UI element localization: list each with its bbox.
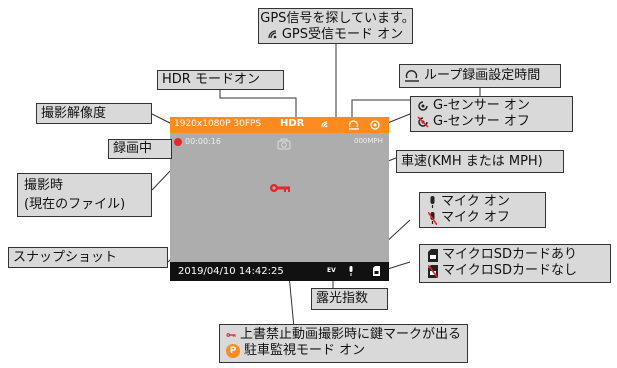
callout-g-sensor: G-センサー オン G-センサー オフ (410, 96, 573, 132)
parking-mode-icon: P (226, 344, 240, 358)
gps-receive-text: GPS受信モード オン (281, 27, 404, 42)
mic-icon (349, 266, 353, 276)
mic-off-icon (428, 211, 437, 225)
g-sensor-off-icon (417, 116, 429, 128)
mic-on-icon (430, 195, 435, 208)
loop-record-legend-icon (405, 70, 419, 82)
speed-readout: 000MPH (354, 137, 383, 145)
sd-card-icon (373, 266, 380, 276)
callout-lock-parking: 上書禁止動画撮影時に鍵マークが出る P 駐車監視モード オン (219, 324, 468, 363)
callout-hdr-mode: HDR モードオン (157, 70, 284, 90)
callout-gps: GPS信号を探しています。 GPS受信モード オン (258, 8, 415, 44)
gps-icon (321, 121, 328, 128)
sd-card-present-text: マイクロSDカードあり (442, 247, 578, 262)
callout-snapshot: スナップショット (8, 247, 168, 268)
recording-dot (174, 138, 182, 146)
shoot-time-line1: 撮影時 (24, 178, 64, 193)
gps-receive-icon (268, 30, 277, 39)
callout-mic: マイク オン マイク オフ (419, 192, 546, 228)
gps-searching-text: GPS信号を探しています。 (260, 11, 415, 26)
datetime-label: 2019/04/10 14:42:25 (178, 266, 284, 277)
sd-card-absent-icon (428, 264, 438, 278)
g-sensor-on-text: G-センサー オン (433, 98, 530, 113)
sd-card-present-icon (428, 248, 438, 262)
g-sensor-on-icon (418, 101, 428, 111)
mic-off-text: マイク オフ (441, 210, 510, 225)
status-bar-bottom: 2019/04/10 14:42:25 EV (170, 262, 389, 281)
callout-sd-card: マイクロSDカードあり マイクロSDカードなし (419, 244, 611, 283)
status-bar-top: 1920x1080P 30FPS HDR (170, 117, 389, 133)
callout-exposure: 露光指数 (311, 288, 388, 310)
callout-resolution: 撮影解像度 (36, 103, 152, 124)
mic-on-text: マイク オン (441, 194, 510, 209)
g-sensor-icon (370, 120, 380, 130)
resolution-label: 1920x1080P 30FPS (174, 119, 262, 129)
lock-key-legend-icon (226, 333, 236, 337)
hdr-label: HDR (280, 118, 305, 129)
sd-card-absent-text: マイクロSDカードなし (442, 263, 578, 278)
parking-text: 駐車監視モード オン (244, 343, 366, 358)
g-sensor-off-text: G-センサー オフ (433, 114, 530, 129)
loop-record-icon (348, 120, 359, 130)
dashcam-screen: 1920x1080P 30FPS HDR 00:00:16 000MPH 201… (170, 117, 389, 281)
callout-speed: 車速(KMH または MPH) (396, 150, 564, 173)
callout-recording: 録画中 (108, 139, 172, 159)
snapshot-camera-icon (277, 138, 291, 150)
shoot-time-line2: (現在のファイル) (24, 197, 126, 212)
callout-shoot-time: 撮影時 (現在のファイル) (17, 173, 152, 217)
lock-key-icon (270, 184, 290, 192)
loop-record-text: ループ録画設定時間 (424, 68, 541, 83)
lock-text: 上書禁止動画撮影時に鍵マークが出る (239, 327, 461, 342)
callout-loop-record: ループ録画設定時間 (399, 64, 561, 88)
ev-label: EV (327, 267, 336, 274)
recording-time: 00:00:16 (185, 137, 221, 146)
